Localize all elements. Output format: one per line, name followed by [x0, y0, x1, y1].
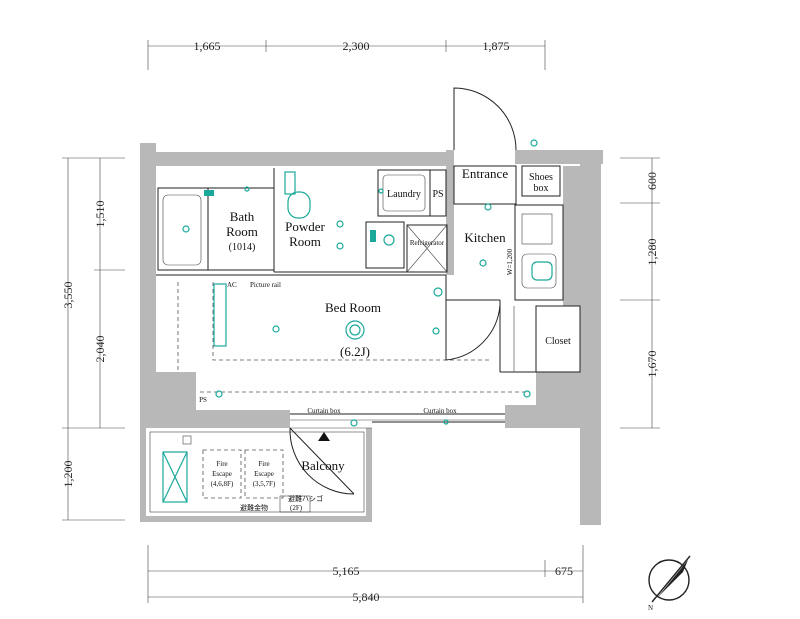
powder-label-2: Room: [289, 234, 321, 249]
ps-left-label: PS: [199, 396, 207, 404]
doors: [289, 87, 517, 495]
dim-right-3: 1,670: [645, 351, 659, 378]
dimensions-right: 600 1,280 1,670: [620, 157, 660, 429]
dim-bottom-total: 5,840: [353, 590, 380, 604]
curtain-box-label-2: Curtain box: [423, 407, 457, 415]
ladder-label: 避難ハシゴ: [288, 494, 323, 503]
dim-top-1: 1,665: [194, 39, 221, 53]
bath-label-1: Bath: [230, 209, 255, 224]
dim-bottom-2: 675: [555, 564, 573, 578]
fire1-label-3: (4,6,8F): [211, 480, 234, 488]
dimensions-bottom: 5,165 675 5,840: [147, 545, 584, 604]
dim-left-outer: 3,550: [61, 282, 75, 309]
curtain-box-label-1: Curtain box: [307, 407, 341, 415]
ps-top-label: PS: [432, 189, 443, 200]
entry-marker: [318, 432, 330, 441]
fire2-label-3: (3,5,7F): [253, 480, 276, 488]
ac-label: AC: [227, 281, 237, 289]
ladder-floor-label: (2F): [290, 504, 303, 512]
bedroom-label: Bed Room: [325, 300, 381, 315]
bath-size-label: (1014): [229, 242, 256, 253]
annotation-labels: Picture rail AC Curtain box Curtain box …: [227, 281, 457, 512]
dim-left-inner-2: 2,040: [93, 336, 107, 363]
refrigerator-label: Refrigerator: [410, 239, 445, 247]
dimensions-left: 3,550 1,510 2,040 1,200: [61, 157, 125, 521]
dim-top-3: 1,875: [483, 39, 510, 53]
bath-label-2: Room: [226, 224, 258, 239]
fire1-label-2: Escape: [212, 470, 232, 478]
entrance-label: Entrance: [462, 166, 508, 181]
kitchen-label: Kitchen: [464, 230, 506, 245]
fire2-label-1: Fire: [258, 460, 269, 468]
fire2-label-2: Escape: [254, 470, 274, 478]
room-labels: Bath Room (1014) Powder Room Laundry PS …: [199, 166, 571, 488]
dimensions-top: 1,665 2,300 1,875: [147, 39, 546, 70]
balcony-area: [149, 431, 365, 513]
closet-label: Closet: [545, 336, 571, 347]
dim-top-2: 2,300: [343, 39, 370, 53]
hatch-label: 避難金物: [240, 503, 268, 512]
dim-right-2: 1,280: [645, 239, 659, 266]
powder-label-1: Powder: [285, 219, 325, 234]
dim-right-1: 600: [645, 172, 659, 190]
north-compass: N: [648, 555, 691, 612]
shoes-label-2: box: [534, 183, 549, 194]
compass-letter: N: [648, 604, 653, 612]
bedroom-size-label: (6.2J): [340, 344, 370, 359]
shoes-label-1: Shoes: [529, 172, 553, 183]
dim-left-balcony: 1,200: [61, 461, 75, 488]
fixtures: [182, 139, 553, 427]
interior-partitions: [156, 165, 581, 429]
wl-label: W=1,200: [506, 248, 514, 275]
walls: [140, 143, 603, 525]
laundry-label: Laundry: [387, 189, 421, 200]
balcony-label: Balcony: [301, 458, 345, 473]
dim-bottom-1: 5,165: [333, 564, 360, 578]
dim-left-inner-1: 1,510: [93, 201, 107, 228]
fire1-label-1: Fire: [216, 460, 227, 468]
picture-rail-label: Picture rail: [250, 281, 281, 289]
